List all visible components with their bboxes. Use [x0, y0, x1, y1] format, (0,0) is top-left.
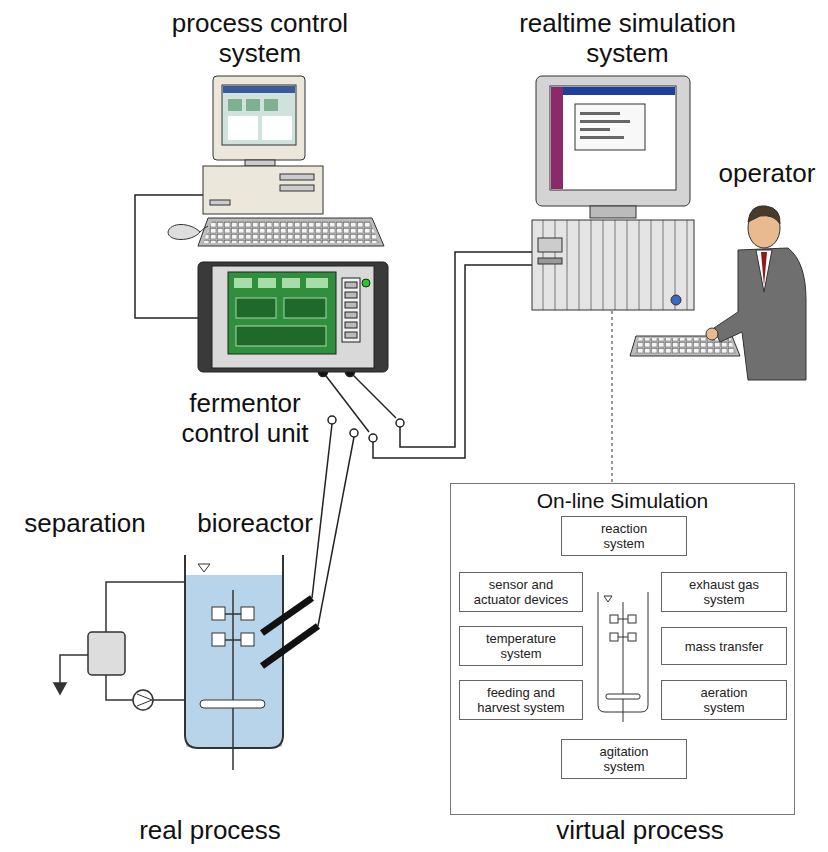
box-text: reaction system: [584, 521, 664, 551]
process-box: aeration system: [661, 680, 787, 720]
bioreactor-vessel: [185, 555, 318, 770]
box-text: feeding and harvest system: [471, 685, 571, 715]
process-box: exhaust gas system: [661, 572, 787, 612]
box-text: temperature system: [471, 631, 571, 661]
process-box: reaction system: [561, 516, 687, 556]
separation-unit: [54, 582, 185, 710]
caption-label: separation: [10, 508, 160, 538]
box-text: mass transfer: [685, 639, 764, 654]
process-box: sensor and actuator devices: [459, 572, 583, 612]
dashed-link: [612, 311, 613, 483]
caption-label: operator: [712, 158, 822, 188]
operator-figure: [630, 206, 806, 380]
fermentor-control-unit: [198, 262, 388, 372]
process-box: mass transfer: [661, 627, 787, 665]
simulation-computer: [532, 76, 694, 310]
box-text: exhaust gas system: [679, 577, 769, 607]
caption-label: realtime simulation system: [505, 8, 750, 68]
switch-contacts: [319, 368, 405, 443]
box-text: sensor and actuator devices: [466, 577, 576, 607]
caption-label: virtual process: [540, 815, 740, 845]
simulated-reactor-icon: [598, 592, 648, 722]
process-box: agitation system: [561, 739, 687, 779]
caption-label: real process: [120, 815, 300, 845]
process-control-computer: [168, 76, 384, 246]
box-text: agitation system: [584, 744, 664, 774]
signal-wires: [135, 195, 532, 626]
caption-label: fermentor control unit: [165, 388, 325, 448]
box-text: aeration system: [684, 685, 764, 715]
group-heading: On-line Simulation: [463, 489, 783, 513]
simulation-group: On-line Simulation reaction system sensor …: [450, 483, 795, 815]
process-box: temperature system: [459, 626, 583, 666]
process-box: feeding and harvest system: [459, 680, 583, 720]
caption-label: process control system: [155, 8, 365, 68]
caption-label: bioreactor: [180, 508, 330, 538]
